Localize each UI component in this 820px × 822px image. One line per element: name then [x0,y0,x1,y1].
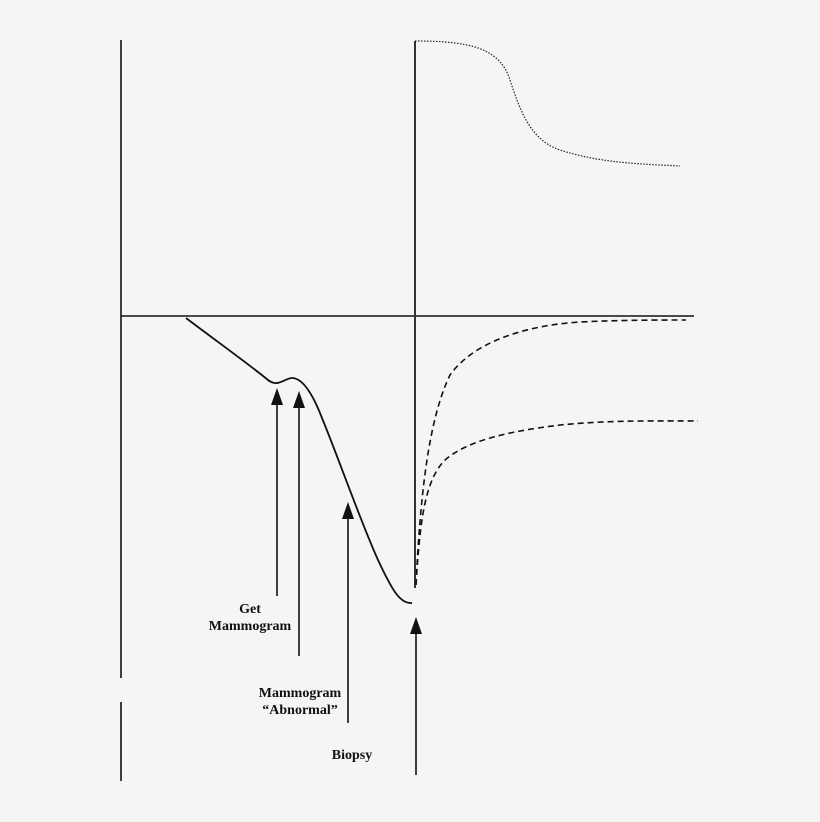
label-get-line2: Mammogram [208,619,292,634]
curve-pre-biopsy-decline [185,317,413,604]
label-abnormal-line2: “Abnormal” [262,703,338,718]
label-biopsy-text: Biopsy [331,748,373,763]
arrow-biopsy-head [410,617,422,634]
arrow-abnormal-head [342,502,354,519]
curve-recovery-partial-dashed [415,420,699,586]
arrow-get-mammogram-head [271,388,283,405]
label-get-mammogram: Get Mammogram [200,601,300,635]
label-get-line1: Get [239,602,261,617]
label-mammogram-abnormal: Mammogram “Abnormal” [250,685,350,719]
curve-recovery-full-dashed [415,319,687,586]
curve-post-biopsy-dotted [414,40,681,167]
label-abnormal-line1: Mammogram [258,686,342,701]
label-biopsy: Biopsy [322,747,382,764]
arrow-mammogram-head [293,391,305,408]
